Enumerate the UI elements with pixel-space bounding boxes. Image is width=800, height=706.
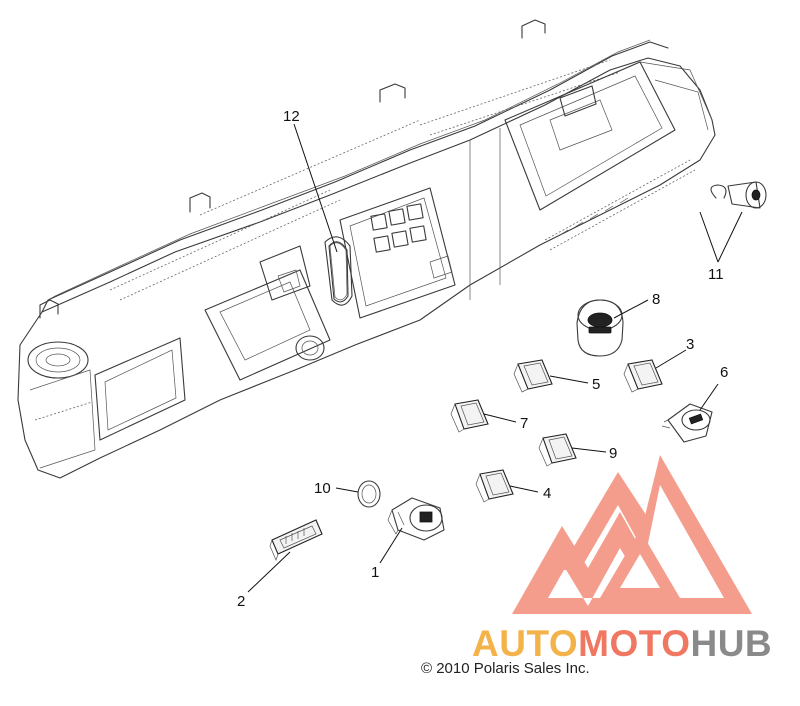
leader-8	[613, 299, 649, 319]
callout-labels: 12 11 8 3 5 6 7 9 4 10 1 2	[237, 108, 728, 610]
leader-11a	[699, 211, 719, 263]
part-6-accessory-socket	[661, 403, 713, 443]
part-8-round-socket	[576, 299, 624, 357]
automotohub-watermark: AUTOMOTOHUB	[472, 622, 800, 666]
leader-3	[655, 349, 687, 369]
leader-9	[571, 447, 607, 453]
callout-9: 9	[609, 445, 617, 462]
callout-4: 4	[543, 485, 551, 502]
callout-10: 10	[314, 480, 331, 497]
callout-8: 8	[652, 291, 660, 308]
leader-6	[699, 383, 719, 411]
part-7-rocker-switch	[450, 399, 489, 433]
leader-7	[483, 413, 517, 423]
leader-11b	[717, 211, 743, 263]
leader-lines	[247, 123, 743, 593]
dashboard-assembly	[17, 19, 716, 479]
copyright-notice: © 2010 Polaris Sales Inc.	[421, 660, 590, 677]
leader-10	[335, 487, 359, 493]
part-11-clip-grommet	[710, 181, 767, 209]
callout-11: 11	[708, 266, 724, 283]
leader-2	[247, 551, 291, 593]
leader-12	[293, 123, 338, 253]
part-2-switch-panel	[269, 519, 323, 561]
part-1-ignition-switch	[387, 497, 445, 541]
callout-6: 6	[720, 364, 728, 381]
watermark-moto: MOTO	[578, 623, 691, 664]
callout-3: 3	[686, 336, 694, 353]
part-4-rocker-switch	[475, 469, 514, 503]
callout-2: 2	[237, 593, 245, 610]
leader-4	[509, 485, 539, 493]
part-5-rocker-switch	[513, 359, 553, 393]
callout-7: 7	[520, 415, 528, 432]
watermark-auto: AUTO	[472, 623, 579, 664]
part-3-rocker-switch	[623, 359, 663, 393]
part-12-bezel-insert	[328, 241, 349, 303]
leader-5	[549, 375, 589, 384]
callout-12: 12	[283, 108, 300, 125]
part-10-o-ring	[357, 480, 381, 508]
automotohub-logo-mark	[512, 455, 752, 614]
callout-1: 1	[371, 564, 379, 581]
callout-5: 5	[592, 376, 600, 393]
part-9-rocker-switch	[538, 433, 577, 467]
watermark-hub: HUB	[690, 623, 773, 664]
leader-1	[379, 527, 403, 564]
